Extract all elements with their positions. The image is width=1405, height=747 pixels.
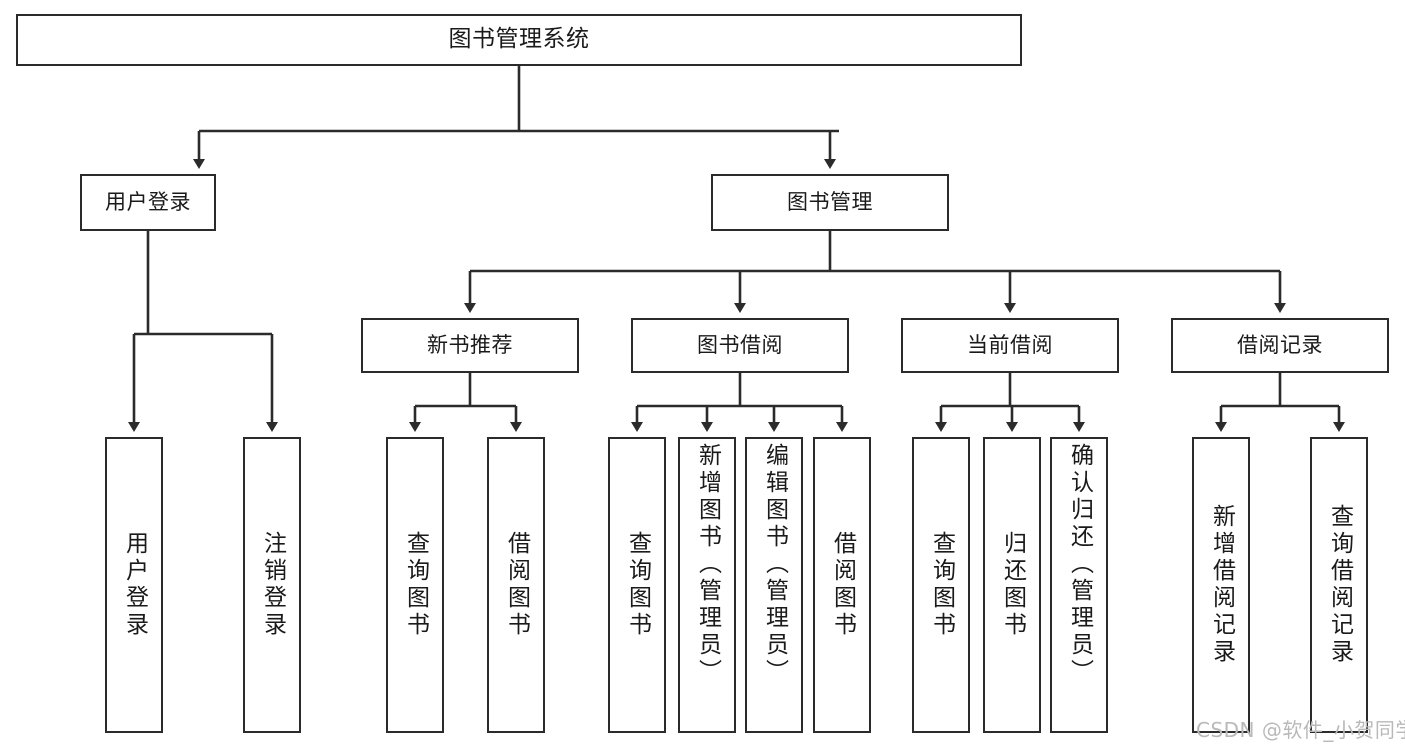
node-query-books-recommend[interactable]: 查询图书 (386, 437, 444, 733)
node-user-login-action[interactable]: 用户登录 (105, 437, 163, 733)
node-book-management-system[interactable]: 图书管理系统 (16, 14, 1022, 66)
node-current-borrow[interactable]: 当前借阅 (901, 318, 1119, 373)
node-query-books-current[interactable]: 查询图书 (912, 437, 970, 733)
node-edit-book-admin[interactable]: 编辑图书（管理员） (745, 437, 803, 733)
watermark: CSDN @软件_小贺同学 (1196, 718, 1405, 742)
node-label: 图书借阅 (697, 333, 783, 358)
node-query-borrow-record[interactable]: 查询借阅记录 (1310, 437, 1368, 733)
node-borrow-record[interactable]: 借阅记录 (1171, 318, 1389, 373)
node-confirm-return-admin[interactable]: 确认归还（管理员） (1050, 437, 1108, 733)
node-label: 归还图书 (999, 531, 1026, 639)
node-label: 用户登录 (105, 190, 191, 215)
node-label: 借阅记录 (1237, 333, 1323, 358)
node-label: 新书推荐 (427, 333, 513, 358)
node-add-borrow-record[interactable]: 新增借阅记录 (1192, 437, 1250, 733)
node-logout-action[interactable]: 注销登录 (243, 437, 301, 733)
node-label: 查询借阅记录 (1326, 504, 1353, 666)
node-label: 查询图书 (402, 531, 429, 639)
node-query-books-borrow[interactable]: 查询图书 (608, 437, 666, 733)
node-label: 编辑图书（管理员） (761, 443, 788, 686)
node-label: 确认归还（管理员） (1066, 443, 1093, 686)
node-label: 当前借阅 (967, 333, 1053, 358)
node-label: 图书管理系统 (448, 26, 590, 53)
node-user-login[interactable]: 用户登录 (80, 174, 216, 231)
node-return-book[interactable]: 归还图书 (983, 437, 1041, 733)
node-label: 查询图书 (928, 531, 955, 639)
node-label: 新增借阅记录 (1208, 504, 1235, 666)
node-label: 用户登录 (121, 531, 148, 639)
node-label: 借阅图书 (829, 531, 856, 639)
node-label: 注销登录 (259, 531, 286, 639)
node-book-management[interactable]: 图书管理 (711, 174, 949, 231)
node-book-borrow[interactable]: 图书借阅 (631, 318, 849, 373)
node-borrow-books-recommend[interactable]: 借阅图书 (487, 437, 545, 733)
node-add-book-admin[interactable]: 新增图书（管理员） (678, 437, 736, 733)
node-new-book-recommend[interactable]: 新书推荐 (361, 318, 579, 373)
node-label: 借阅图书 (503, 531, 530, 639)
node-borrow-book-action[interactable]: 借阅图书 (813, 437, 871, 733)
node-label: 查询图书 (624, 531, 651, 639)
node-label: 图书管理 (787, 190, 873, 215)
node-label: 新增图书（管理员） (694, 443, 721, 686)
